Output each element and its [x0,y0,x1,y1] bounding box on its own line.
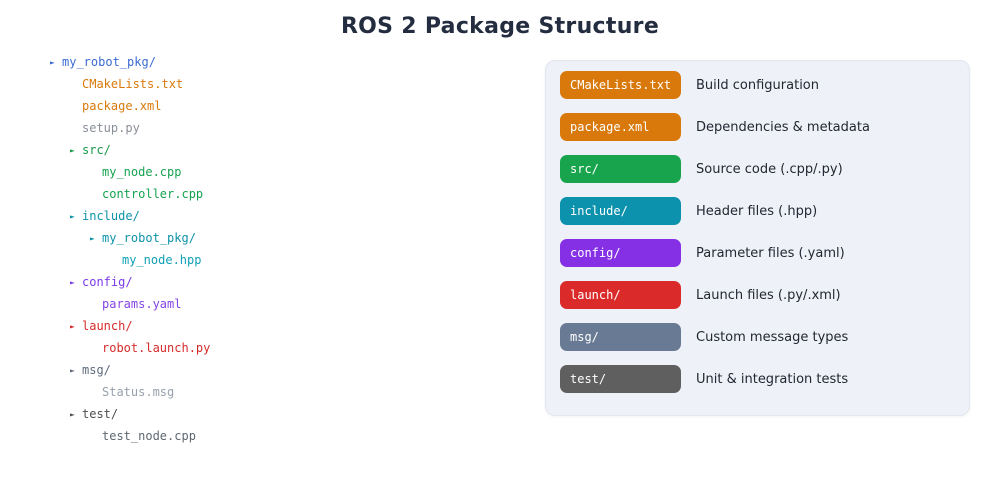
legend-description: Source code (.cpp/.py) [696,161,843,177]
folder-arrow-icon: ► [50,58,55,67]
legend-description: Launch files (.py/.xml) [696,287,841,303]
legend-row: package.xml Dependencies & metadata [560,113,969,141]
page-title: ROS 2 Package Structure [340,14,660,39]
folder-name: test/ [82,407,119,421]
tree-file-row: Status.msg [0,381,210,403]
legend-row: test/Unit & integration tests [560,365,969,393]
tree-folder-row: ► config/ [0,271,210,293]
folder-name: my_robot_pkg/ [102,231,196,245]
tree-folder-row: ► test/ [0,403,210,425]
folder-arrow-icon: ► [90,234,95,243]
legend-row: config/Parameter files (.yaml) [560,239,969,267]
legend-badge: package.xml [560,113,681,141]
file-name: package.xml [82,99,162,113]
tree-folder-row: ► src/ [0,139,210,161]
legend-panel: CMakeLists.txt Build configuration package… [545,60,970,416]
folder-name: src/ [82,143,111,157]
legend-row: include/Header files (.hpp) [560,197,969,225]
legend-badge: CMakeLists.txt [560,71,681,99]
tree-file-row: params.yaml [0,293,210,315]
legend-badge: src/ [560,155,681,183]
legend-badge: launch/ [560,281,681,309]
file-name: my_node.cpp [102,165,182,179]
legend-row: CMakeLists.txt Build configuration [560,71,969,99]
tree-folder-row: ► my_robot_pkg/ [0,51,210,73]
file-name: my_node.hpp [122,253,202,267]
legend-badge: include/ [560,197,681,225]
folder-name: msg/ [82,363,111,377]
legend-description: Header files (.hpp) [696,203,818,219]
folder-arrow-icon: ► [70,410,75,419]
tree-folder-row: ► include/ [0,205,210,227]
tree-file-row: setup.py [0,117,210,139]
folder-arrow-icon: ► [70,322,75,331]
legend-badge: config/ [560,239,681,267]
file-name: robot.launch.py [102,341,211,355]
tree-folder-row: ► my_robot_pkg/ [0,227,210,249]
tree-file-row: test_node.cpp [0,425,210,447]
tree-folder-row: ► launch/ [0,315,210,337]
tree-file-row: robot.launch.py [0,337,210,359]
tree-file-row: package.xml [0,95,210,117]
folder-arrow-icon: ► [70,212,75,221]
legend-row: msg/Custom message types [560,323,969,351]
tree-file-row: my_node.cpp [0,161,210,183]
folder-name: include/ [82,209,140,223]
folder-arrow-icon: ► [70,146,75,155]
file-name: CMakeLists.txt [82,77,184,91]
legend-description: Dependencies & metadata [696,119,870,135]
legend-row: launch/Launch files (.py/.xml) [560,281,969,309]
legend-badge: test/ [560,365,681,393]
file-name: setup.py [82,121,140,135]
file-name: controller.cpp [102,187,204,201]
folder-arrow-icon: ► [70,366,75,375]
legend-description: Custom message types [696,329,849,345]
folder-name: config/ [82,275,133,289]
tree-folder-row: ► msg/ [0,359,210,381]
folder-arrow-icon: ► [70,278,75,287]
file-name: test_node.cpp [102,429,196,443]
file-name: params.yaml [102,297,182,311]
legend-description: Unit & integration tests [696,371,849,387]
file-tree: ► my_robot_pkg/CMakeLists.txt package.xml s… [0,51,210,447]
folder-name: my_robot_pkg/ [62,55,156,69]
legend-row: src/Source code (.cpp/.py) [560,155,969,183]
tree-file-row: controller.cpp [0,183,210,205]
folder-name: launch/ [82,319,133,333]
file-name: Status.msg [102,385,175,399]
legend-description: Build configuration [696,77,819,93]
tree-file-row: CMakeLists.txt [0,73,210,95]
legend-badge: msg/ [560,323,681,351]
legend-description: Parameter files (.yaml) [696,245,845,261]
tree-file-row: my_node.hpp [0,249,210,271]
